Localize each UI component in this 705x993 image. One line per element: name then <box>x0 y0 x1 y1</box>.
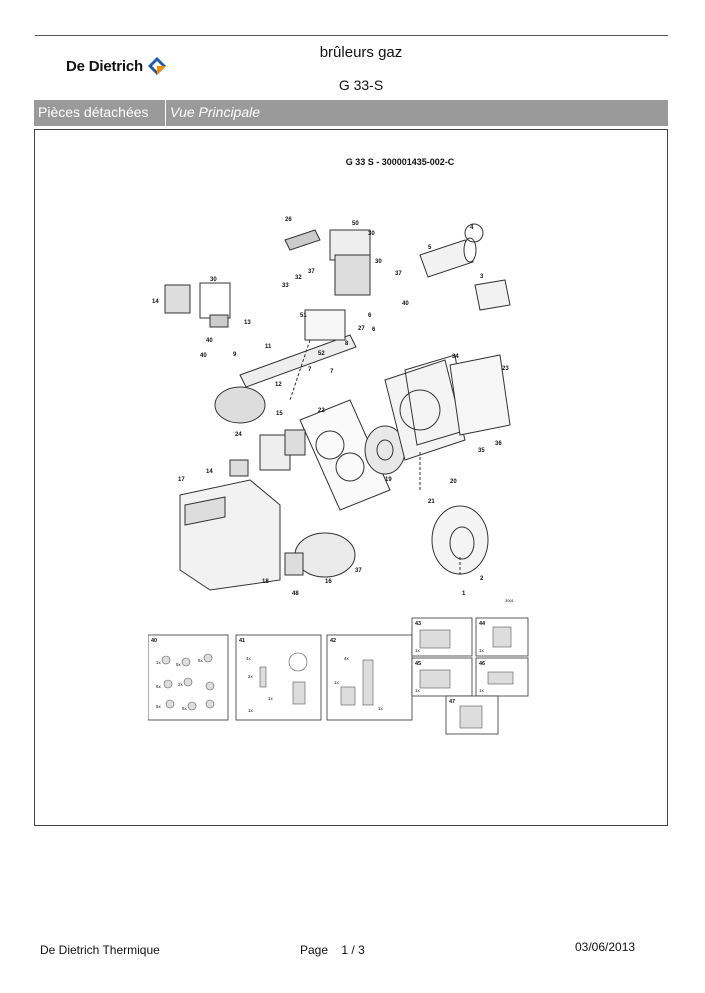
kit-box <box>235 634 322 721</box>
part-label: 17 <box>178 477 185 483</box>
document-title: brûleurs gaz <box>319 44 403 61</box>
kit-qty: 6x <box>156 684 162 689</box>
brand-logo: De Dietrich <box>66 56 167 76</box>
kit-qty: 5x <box>176 662 182 667</box>
part-label: 30 <box>210 277 217 283</box>
part-label: 7 <box>330 369 334 375</box>
header-rule <box>35 35 668 36</box>
tab-main-view[interactable]: Vue Principale <box>170 104 261 120</box>
kit-qty: 1x <box>156 660 162 665</box>
part-number-labels: 26 50 30 4 5 3 37 32 33 30 37 40 6 6 27 … <box>152 217 515 603</box>
part-label: 40 <box>200 353 207 359</box>
kit-qty: 4x <box>344 656 350 661</box>
kit-label: 46 <box>479 661 485 667</box>
kit-qty: 1x <box>248 708 254 713</box>
kit-label: 43 <box>415 621 421 627</box>
kit-qty: 2x <box>248 674 254 679</box>
section-tabbar: Pièces détachées Vue Principale <box>34 100 668 126</box>
part-label: 22 <box>318 408 325 414</box>
part-label: 20 <box>450 479 457 485</box>
kit-qty: 2x <box>178 682 184 687</box>
kit-qty: 1x <box>268 696 274 701</box>
exploded-view-drawing: 26 50 30 4 5 3 37 32 33 30 37 40 6 6 27 … <box>152 217 515 603</box>
part-label: 32 <box>295 275 302 281</box>
kit-label: 40 <box>151 638 157 644</box>
spare-part-kits: 40 41 42 43 44 45 46 47 1x 5x 5x 6x 2x 5… <box>148 617 529 735</box>
part-label: 6 <box>372 327 376 333</box>
part-label: 16 <box>325 579 332 585</box>
part-label: 27 <box>358 326 365 332</box>
part-label: 30 <box>375 259 382 265</box>
part-label: 12 <box>275 382 282 388</box>
part-label: 4 <box>470 225 474 231</box>
footer-pagination: Page 1 / 3 <box>300 943 365 957</box>
part-label: 37 <box>355 568 362 574</box>
part-label: 52 <box>318 351 325 357</box>
part-label: 2 <box>480 576 484 582</box>
part-label: 51 <box>300 313 307 319</box>
kit-qty: 1x <box>334 680 340 685</box>
part-label: 9 <box>233 352 237 358</box>
part-label: 1 <box>462 591 466 597</box>
part-label: 13 <box>244 320 251 326</box>
part-label: 15 <box>276 411 283 417</box>
part-label: 36 <box>495 441 502 447</box>
part-label: 14 <box>152 299 159 305</box>
kit-qty: 1x <box>378 706 384 711</box>
kit-qty: 5x <box>156 704 162 709</box>
kit-qty: 4x <box>246 656 252 661</box>
kit-label: 42 <box>330 638 336 644</box>
part-label: 30 <box>368 231 375 237</box>
brand-name: De Dietrich <box>66 57 143 75</box>
document-model: G 33-S <box>338 77 384 93</box>
part-label: 14 <box>206 469 213 475</box>
page-current: 1 <box>341 943 349 957</box>
part-label: 40 <box>402 301 409 307</box>
kit-label: 45 <box>415 661 421 667</box>
part-label: 7 <box>308 367 312 373</box>
part-label: 37 <box>395 271 402 277</box>
page-total: 3 <box>358 943 365 957</box>
part-label: 19 <box>385 477 392 483</box>
part-label: 21 <box>428 499 435 505</box>
part-label: 40 <box>206 338 213 344</box>
kit-label: 44 <box>479 621 486 627</box>
part-label: 33 <box>282 283 289 289</box>
footer-date: 03/06/2013 <box>575 940 636 954</box>
kit-qty: 1x <box>479 648 485 653</box>
part-label: 35 <box>478 448 485 454</box>
part-label: 23 <box>502 366 509 372</box>
footer-company: De Dietrich Thermique <box>40 943 160 957</box>
part-label: 11 <box>265 344 272 350</box>
part-label: 24 <box>235 432 242 438</box>
tab-spare-parts[interactable]: Pièces détachées <box>34 100 166 126</box>
drawing-reference: G 33 S - 300001435-002-C <box>345 157 455 167</box>
part-label: 48 <box>292 591 299 597</box>
part-label: 8 <box>345 341 349 347</box>
part-label: 3 <box>480 274 484 280</box>
drawing-frame <box>34 129 668 826</box>
part-label: 5 <box>428 245 432 251</box>
sheet-code: 3061 <box>505 598 515 603</box>
kit-label: 41 <box>239 638 245 644</box>
kit-qty: 1x <box>415 648 421 653</box>
part-label: 26 <box>285 217 292 223</box>
kit-qty: 1x <box>479 688 485 693</box>
part-label: 18 <box>262 579 269 585</box>
page-label: Page <box>300 943 329 957</box>
kit-label: 47 <box>449 699 455 705</box>
part-label: 50 <box>352 221 359 227</box>
part-label: 37 <box>308 269 315 275</box>
kit-qty: 1x <box>415 688 421 693</box>
part-label: 34 <box>452 354 459 360</box>
part-label: 6 <box>368 313 372 319</box>
kit-qty: 5x <box>198 658 204 663</box>
kit-qty: 5x <box>182 706 188 711</box>
diamond-logo-icon <box>148 57 166 75</box>
page-separator: / <box>351 943 355 957</box>
